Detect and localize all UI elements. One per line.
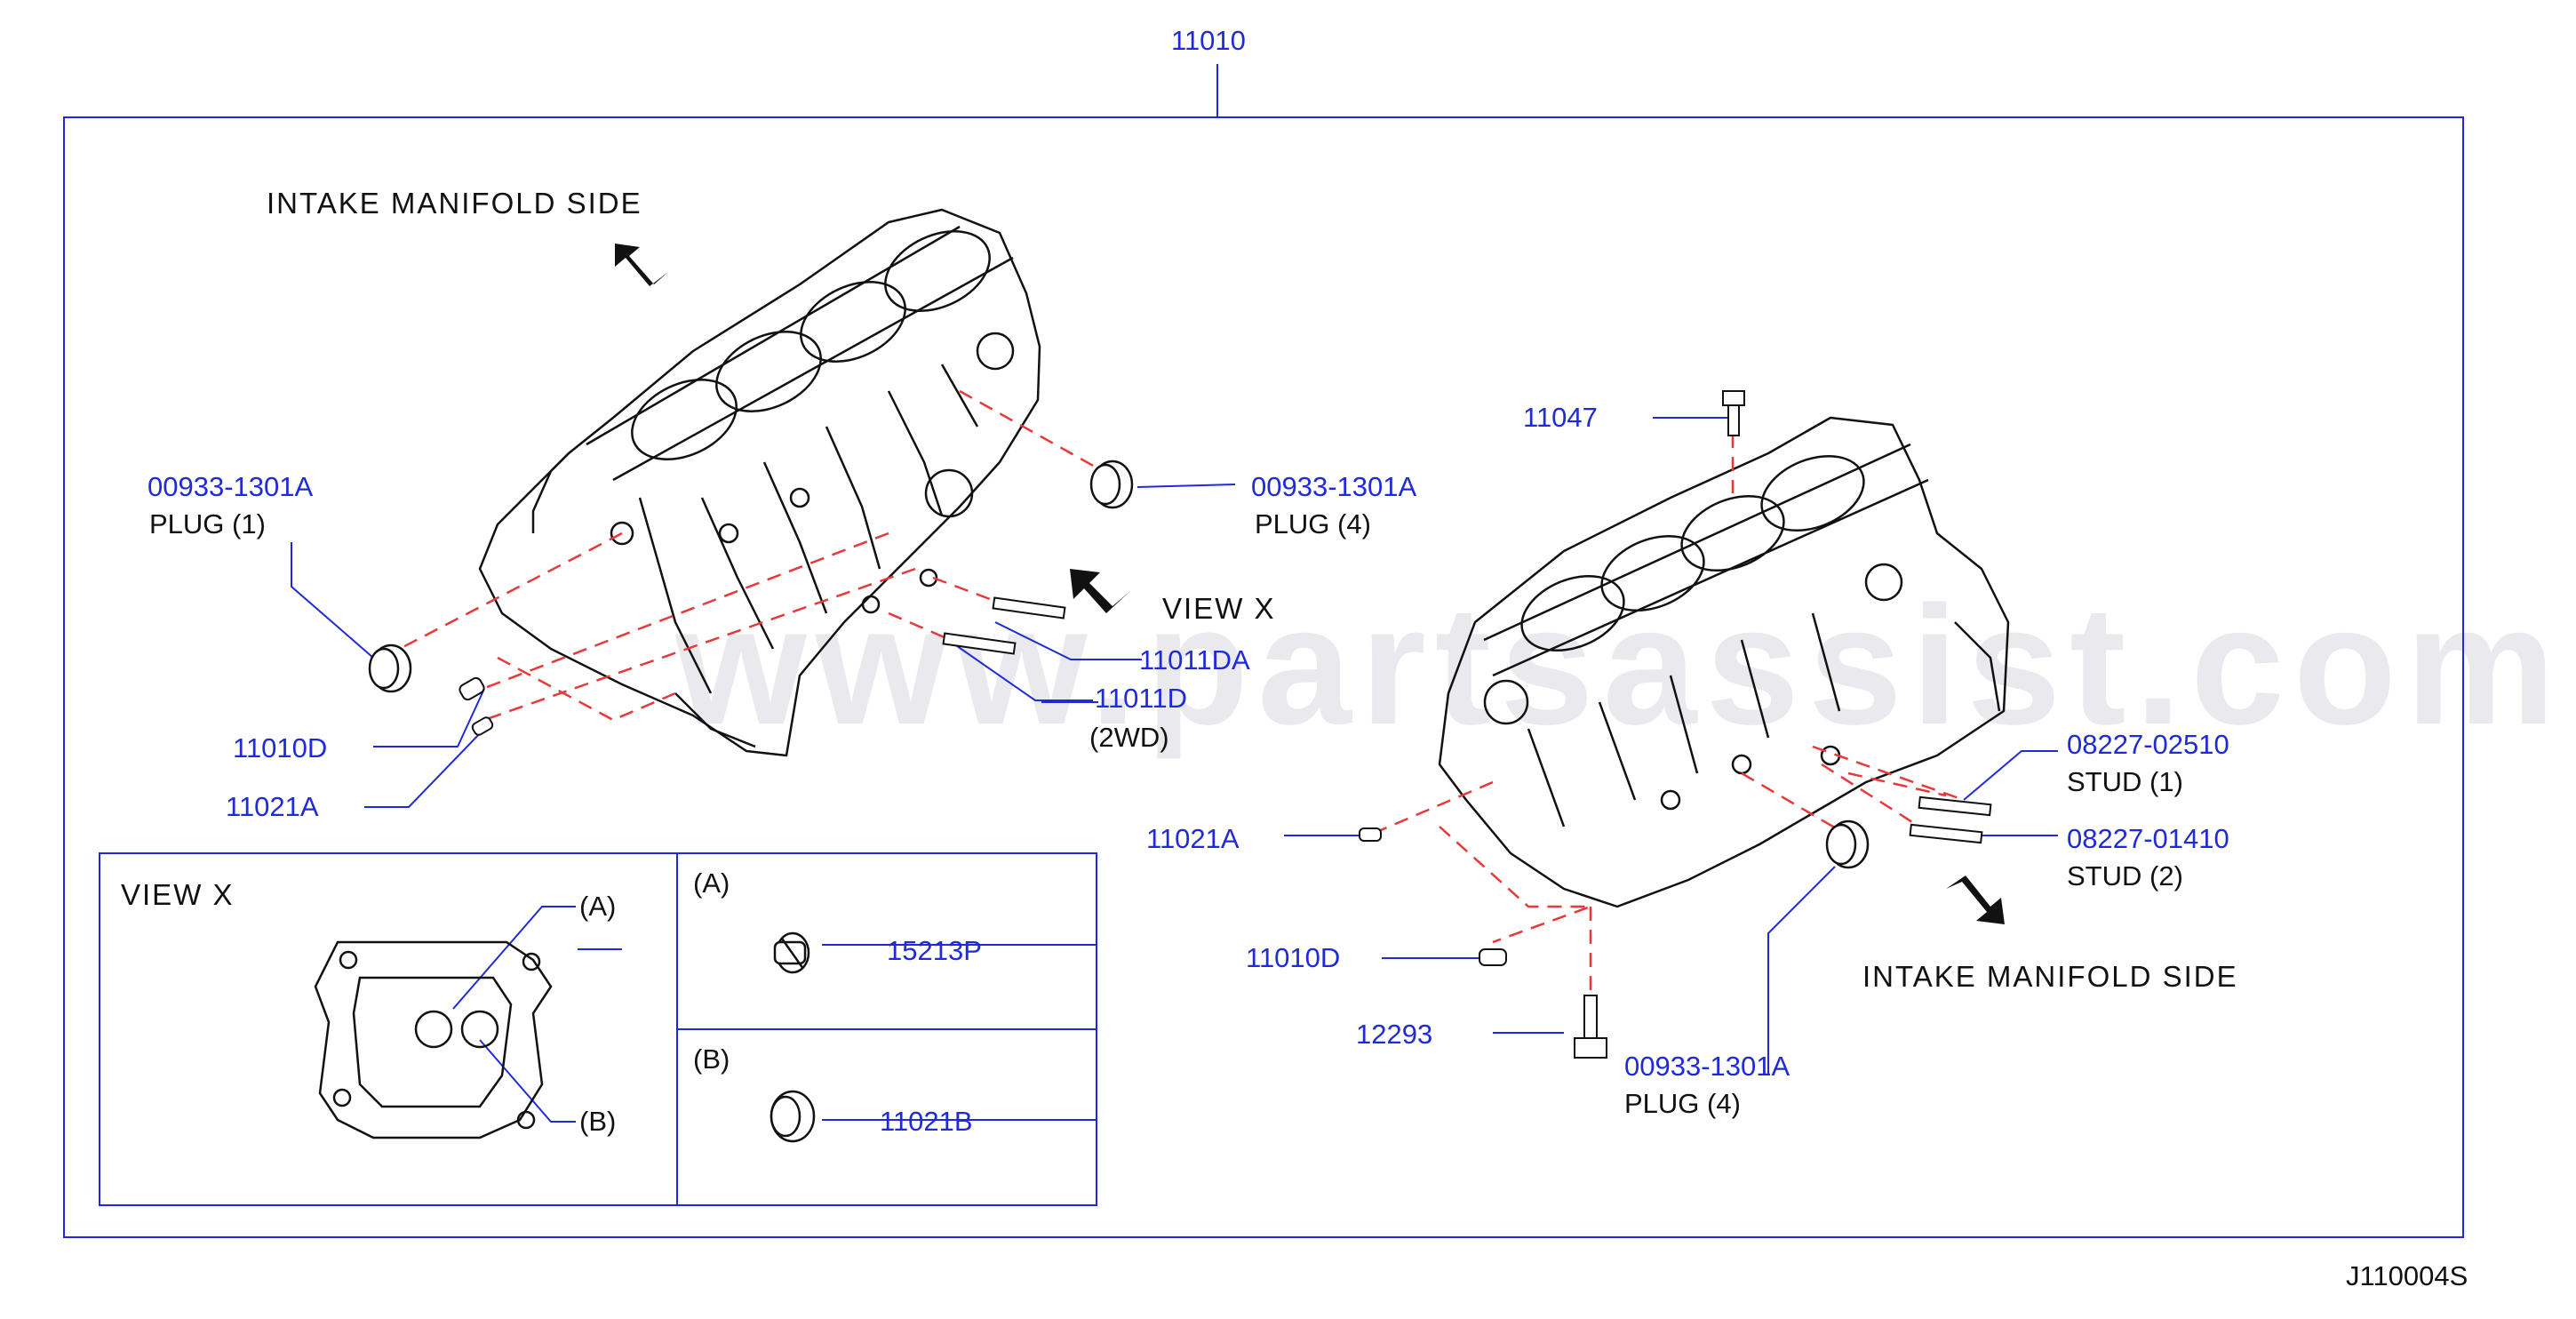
- arrow-intake-left: [615, 244, 668, 286]
- blue-leaders: [291, 417, 2058, 1123]
- stud-parts: [459, 390, 1992, 1059]
- inset-small-parts: [770, 931, 816, 1143]
- bolt-12293-shank: [1583, 995, 1598, 1041]
- pin-11010d-left: [459, 676, 485, 701]
- part-15213p-label[interactable]: 15213P: [887, 935, 982, 966]
- stud-11011da: [992, 596, 1066, 620]
- arrow-view-x: [1070, 569, 1130, 613]
- left-view-x-label: VIEW X: [1162, 592, 1276, 625]
- part-11047-label[interactable]: 11047: [1523, 402, 1598, 433]
- part-11011d-note: (2WD): [1089, 722, 1169, 753]
- plug-front-left: [368, 644, 412, 693]
- view-x-inset: [99, 852, 1097, 1206]
- right-plug-number[interactable]: 00933-1301A: [1624, 1051, 1790, 1082]
- plug-rear-left: [1089, 460, 1134, 509]
- part-11011da-label[interactable]: 11011DA: [1139, 644, 1250, 675]
- panel-b-label: (B): [693, 1043, 730, 1075]
- arrow-intake-right: [1946, 875, 2005, 924]
- main-frame: [63, 116, 2464, 1238]
- stud1-number[interactable]: 08227-02510: [2067, 729, 2229, 760]
- bolt-12293-head: [1574, 1037, 1607, 1059]
- left-part-11010d-label[interactable]: 11010D: [233, 732, 328, 763]
- right-engine-block: [1438, 416, 2010, 908]
- left-plug-rear-desc: PLUG (4): [1255, 508, 1371, 540]
- plug-parts: [368, 460, 1870, 869]
- diagram-code: J110004S: [2346, 1260, 2468, 1291]
- right-part-11010d-label[interactable]: 11010D: [1246, 942, 1341, 973]
- part-11011d-label[interactable]: 11011D: [1095, 683, 1187, 714]
- part-11021b-label[interactable]: 11021B: [880, 1106, 973, 1137]
- panel-a-label: (A): [693, 867, 730, 899]
- pin-11021a-left: [471, 716, 494, 736]
- gasket-view: [314, 940, 553, 1139]
- left-plug-front-desc: PLUG (1): [149, 508, 266, 540]
- right-intake-heading: INTAKE MANIFOLD SIDE: [1862, 960, 2238, 993]
- stud1-desc: STUD (1): [2067, 766, 2183, 797]
- inset-view-title: VIEW X: [121, 878, 235, 911]
- pin-11010d-right: [1479, 948, 1507, 966]
- left-intake-heading: INTAKE MANIFOLD SIDE: [267, 187, 642, 220]
- stud-08227-01410: [1909, 823, 1983, 844]
- bolt-11047-head: [1722, 390, 1745, 406]
- direction-arrows: [615, 244, 2005, 924]
- inset-callout-b: (B): [579, 1106, 617, 1137]
- part-12293-label[interactable]: 12293: [1356, 1019, 1433, 1050]
- dashed-leaders: [390, 389, 1965, 995]
- right-part-11021a-label[interactable]: 11021A: [1146, 823, 1240, 854]
- stud-11011d: [942, 632, 1017, 655]
- left-part-11021a-label[interactable]: 11021A: [226, 791, 319, 822]
- part-15213p-icon: [773, 931, 810, 974]
- left-plug-front-number[interactable]: 00933-1301A: [148, 471, 314, 502]
- assembly-number[interactable]: 11010: [1171, 25, 1246, 56]
- stud-08227-02510: [1918, 795, 1992, 817]
- stud2-desc: STUD (2): [2067, 860, 2183, 891]
- watermark: www.partsassist.com: [675, 572, 2564, 760]
- part-11021b-icon: [770, 1090, 816, 1143]
- left-engine-block: [478, 208, 1041, 757]
- inset-callout-a: (A): [579, 891, 617, 922]
- plug-right: [1825, 819, 1870, 869]
- stud2-number[interactable]: 08227-01410: [2067, 823, 2229, 854]
- pin-11021a-right: [1359, 827, 1382, 842]
- left-plug-rear-number[interactable]: 00933-1301A: [1251, 471, 1417, 502]
- right-plug-desc: PLUG (4): [1624, 1088, 1741, 1119]
